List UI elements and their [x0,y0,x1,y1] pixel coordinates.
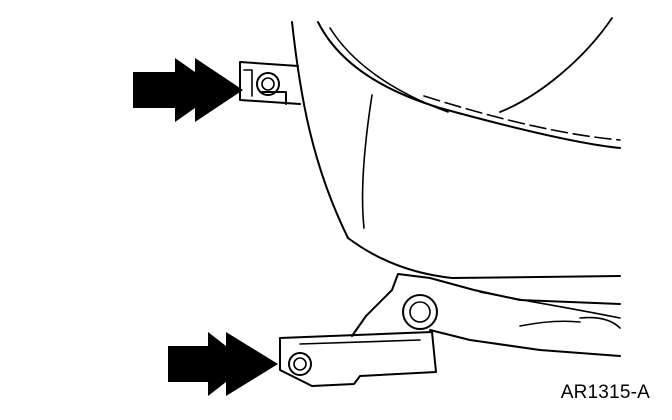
front-bolt [288,352,312,376]
rear-bolt-callout-arrow [133,58,243,122]
seat-cushion-seam-piping [423,95,621,141]
seat-track-rail-groove [479,291,621,319]
seat-track-rail-detail [519,316,621,329]
rear-bolt [256,72,280,96]
seat-cushion-seam-outer [317,21,621,149]
seat-cushion-seam-inner [329,27,449,113]
seat-cushion [291,17,621,279]
rear-bracket [239,61,301,105]
front-bracket [279,331,437,387]
front-bolt-washer [293,357,307,371]
seat-track-upper-rail [397,273,621,305]
front-bracket-plate [279,331,437,387]
rear-bolt-washer [261,77,275,91]
front-bolt-head [288,352,312,376]
seat-cushion-fold [361,94,373,229]
seat-cushion-outline [291,21,621,279]
seat-track [351,273,621,357]
figure-reference-code: AR1315-A [560,382,650,403]
seat-cushion-crease [499,17,613,113]
rear-bolt-head [256,72,280,96]
pivot-bushing-inner [409,301,431,323]
seat-track-riser [351,273,399,337]
front-bolt-callout-arrow [168,332,278,396]
front-bracket-flange [299,339,421,345]
rear-bracket-tab [243,69,253,97]
seat-track-lower-rail [429,329,621,357]
pivot-bushing [402,294,438,330]
pivot-bushing-outer [402,294,438,330]
rear-bracket-plate [239,61,301,105]
